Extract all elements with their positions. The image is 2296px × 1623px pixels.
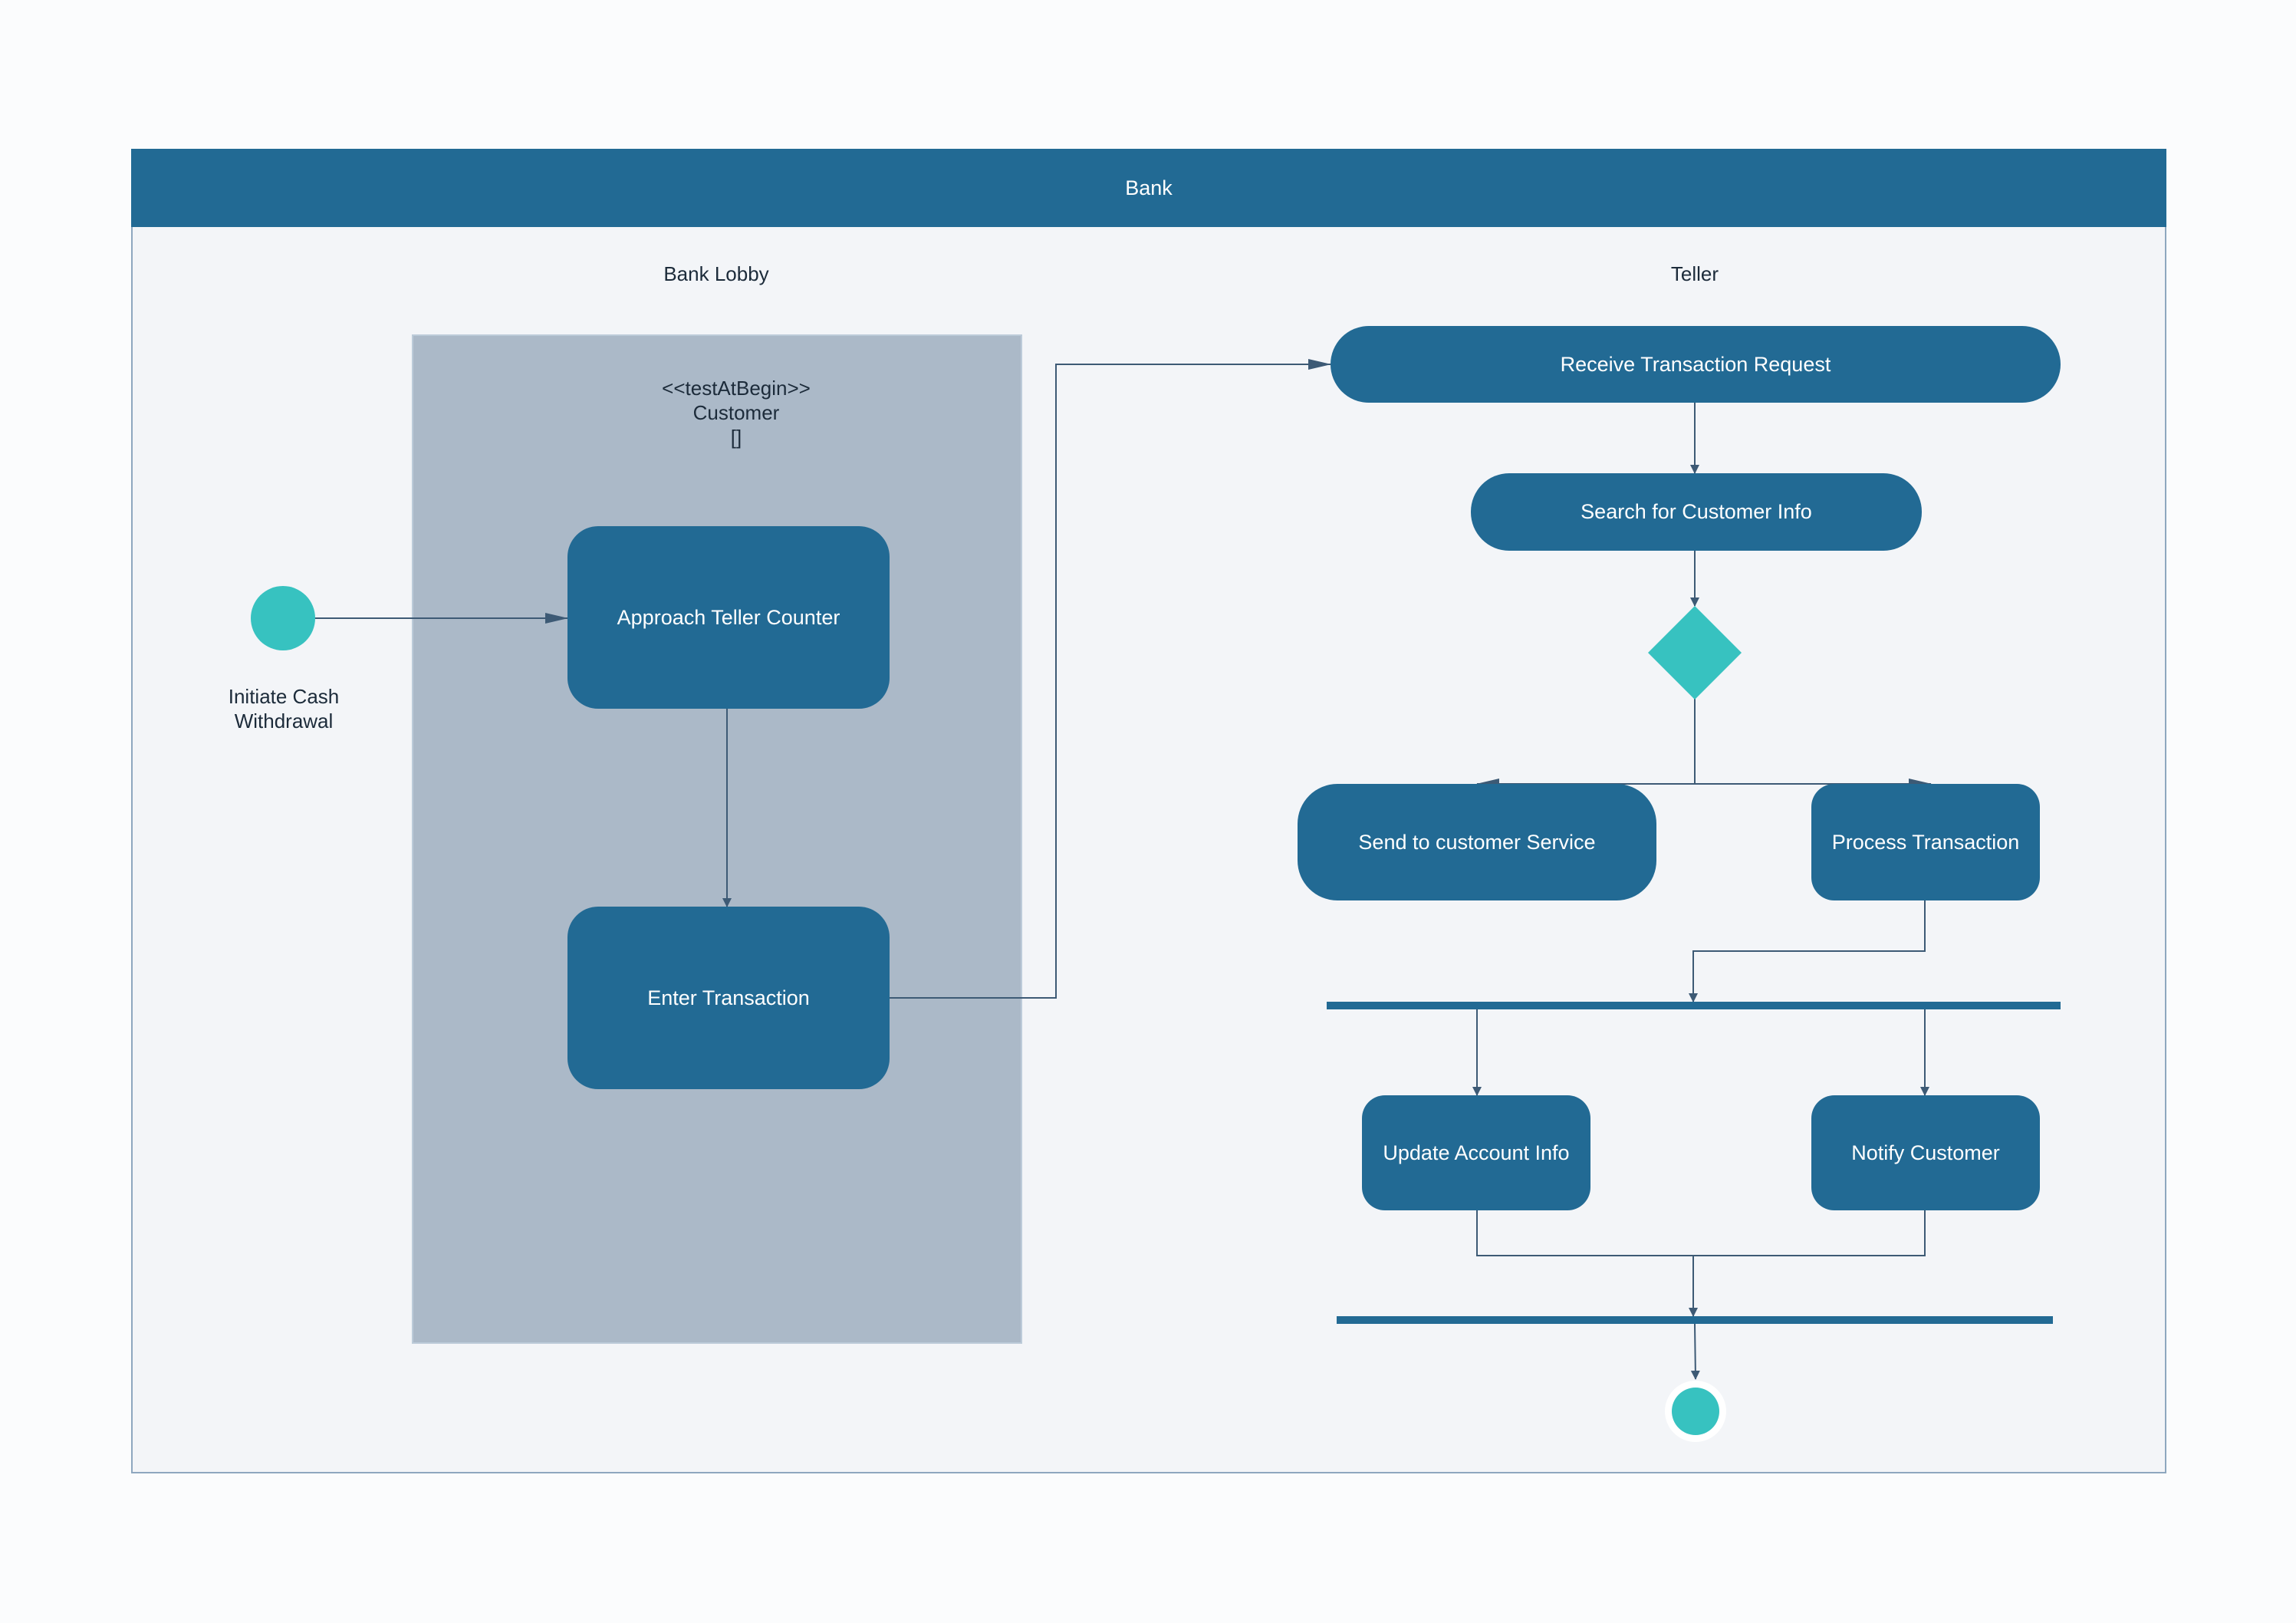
customer-partition-label: <<testAtBegin>> Customer [] <box>412 376 1061 449</box>
final-node <box>1672 1388 1719 1435</box>
edge-enter-to-receive <box>890 359 1331 999</box>
initial-node <box>251 586 315 650</box>
action-approach-teller-counter[interactable]: Approach Teller Counter <box>567 526 890 709</box>
edge-join-to-final <box>1690 1323 1700 1380</box>
pool-title: Bank <box>131 149 2166 227</box>
action-send-to-customer-service[interactable]: Send to customer Service <box>1298 784 1656 900</box>
fork-bar <box>1327 1002 2061 1009</box>
action-update-account-info[interactable]: Update Account Info <box>1362 1095 1590 1210</box>
edge-update-to-join <box>1476 1210 1693 1256</box>
edge-notify-to-join <box>1693 1210 1926 1256</box>
join-bar <box>1337 1316 2053 1324</box>
action-process-transaction[interactable]: Process Transaction <box>1811 784 2040 900</box>
action-enter-transaction[interactable]: Enter Transaction <box>567 907 890 1089</box>
partition-name: Customer <box>692 401 780 424</box>
initial-node-label: Initiate Cash Withdrawal <box>228 685 340 732</box>
edge-process-to-fork <box>1689 900 1926 1002</box>
action-notify-customer[interactable]: Notify Customer <box>1811 1095 2040 1210</box>
partition-stereotype: <<testAtBegin>> <box>662 377 811 400</box>
customer-partition <box>412 334 1022 1344</box>
decision-node <box>1648 606 1742 700</box>
lane-label-teller: Teller <box>1670 262 1719 285</box>
lane-label-bank-lobby: Bank Lobby <box>663 262 769 285</box>
action-search-customer-info[interactable]: Search for Customer Info <box>1471 473 1922 551</box>
action-receive-transaction-request[interactable]: Receive Transaction Request <box>1331 326 2061 403</box>
partition-marker: [] <box>730 426 742 449</box>
